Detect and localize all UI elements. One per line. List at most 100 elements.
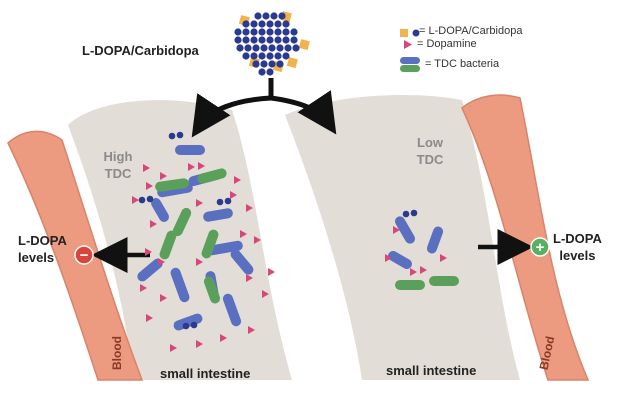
- minus-badge: [74, 245, 94, 265]
- dopamine-marker: [393, 226, 400, 234]
- drug-cluster: [234, 11, 310, 76]
- ldopa-dot: [138, 196, 146, 204]
- legend-dopamine-marker: [404, 40, 412, 49]
- bacterium: [137, 258, 163, 282]
- ldopa-dot: [242, 36, 250, 44]
- ldopa-dot: [242, 52, 250, 60]
- plus-badge-sign: +: [536, 239, 545, 256]
- high-tdc-line1: High: [103, 149, 133, 164]
- ldopa-dot: [234, 28, 242, 36]
- ldopa-dot: [190, 321, 198, 329]
- ldopa-dot: [274, 52, 282, 60]
- ldopa-dot: [168, 132, 176, 140]
- bacterium: [395, 216, 415, 244]
- right-intestine-section: [285, 95, 520, 380]
- right-levels-line1: L-DOPA: [553, 231, 602, 246]
- legend-ldopa-dot: [412, 29, 420, 37]
- ldopa-dot: [254, 12, 262, 20]
- ldopa-dot: [274, 20, 282, 28]
- ldopa-dot: [290, 36, 298, 44]
- ldopa-dot: [258, 20, 266, 28]
- bacterium: [203, 276, 221, 304]
- ldopa-dot: [276, 44, 284, 52]
- ldopa-dot: [284, 44, 292, 52]
- low-tdc-line2: TDC: [416, 152, 444, 167]
- branch-arrow-right: [270, 90, 337, 135]
- dopamine-marker: [196, 258, 203, 266]
- dopamine-marker: [146, 314, 153, 322]
- dopamine-marker: [196, 199, 203, 207]
- legend-carbidopa-swatch: [400, 29, 408, 37]
- bacterium: [170, 267, 190, 303]
- ldopa-dot: [266, 52, 274, 60]
- legend-drug-text: = L-DOPA/Carbidopa: [419, 25, 523, 37]
- ldopa-dot: [236, 44, 244, 52]
- high-tdc-line2: TDC: [104, 166, 132, 181]
- ldopa-dot: [274, 36, 282, 44]
- ldopa-dot: [252, 44, 260, 52]
- ldopa-dot: [282, 20, 290, 28]
- ldopa-dot: [176, 131, 184, 139]
- high-tdc-contents: [132, 131, 275, 352]
- ldopa-dot: [410, 209, 418, 217]
- legend-bacteria-text: = TDC bacteria: [425, 58, 500, 70]
- dopamine-marker: [150, 220, 157, 228]
- ldopa-dot: [182, 322, 190, 330]
- legend-bacteria-green: [400, 65, 420, 72]
- dopamine-marker: [230, 191, 237, 199]
- bacterium: [388, 251, 412, 269]
- ldopa-dot: [268, 44, 276, 52]
- bacterium: [395, 280, 425, 290]
- ldopa-dot: [146, 195, 154, 203]
- right-levels-label: L-DOPA levels: [553, 230, 602, 264]
- low-tdc-contents: [385, 209, 459, 290]
- dopamine-marker: [248, 326, 255, 334]
- ldopa-dot: [276, 60, 284, 68]
- ldopa-dot: [266, 68, 274, 76]
- bacterium: [201, 229, 219, 259]
- dopamine-marker: [262, 290, 269, 298]
- ldopa-dot: [402, 210, 410, 218]
- ldopa-dot: [242, 20, 250, 28]
- ldopa-dot: [258, 68, 266, 76]
- bacterium: [173, 313, 203, 331]
- dopamine-marker: [420, 266, 427, 274]
- ldopa-dot: [290, 28, 298, 36]
- dopamine-marker: [196, 340, 203, 348]
- ldopa-dot: [266, 20, 274, 28]
- bacterium: [155, 178, 189, 192]
- ldopa-dot: [266, 28, 274, 36]
- bacterium: [151, 198, 169, 222]
- dopamine-marker: [246, 204, 253, 212]
- low-tdc-label: Low TDC: [412, 134, 448, 168]
- ldopa-dot: [242, 28, 250, 36]
- legend-dopamine-text: = Dopamine: [417, 38, 477, 50]
- ldopa-dot: [216, 198, 224, 206]
- dopamine-marker: [160, 172, 167, 180]
- dopamine-marker: [158, 258, 165, 266]
- bacterium: [207, 240, 243, 256]
- ldopa-dot: [250, 20, 258, 28]
- ldopa-dot: [258, 52, 266, 60]
- ldopa-dot: [270, 12, 278, 20]
- minus-badge-sign: −: [80, 247, 89, 264]
- drug-title: L-DOPA/Carbidopa: [82, 43, 199, 58]
- ldopa-dot: [282, 52, 290, 60]
- left-levels-line1: L-DOPA: [18, 233, 67, 248]
- dopamine-marker: [198, 162, 205, 170]
- ldopa-dot: [244, 44, 252, 52]
- dopamine-marker: [234, 176, 241, 184]
- ldopa-dot: [260, 44, 268, 52]
- ldopa-dot: [260, 60, 268, 68]
- right-levels-line2: levels: [559, 248, 596, 263]
- ldopa-dot: [258, 28, 266, 36]
- ldopa-dot: [224, 197, 232, 205]
- dopamine-marker: [143, 164, 150, 172]
- left-levels-line2: levels: [18, 250, 55, 265]
- bacterium: [197, 168, 227, 184]
- bacterium: [172, 207, 192, 237]
- dopamine-marker: [246, 274, 253, 282]
- carbidopa-square: [286, 57, 298, 69]
- ldopa-dot: [250, 36, 258, 44]
